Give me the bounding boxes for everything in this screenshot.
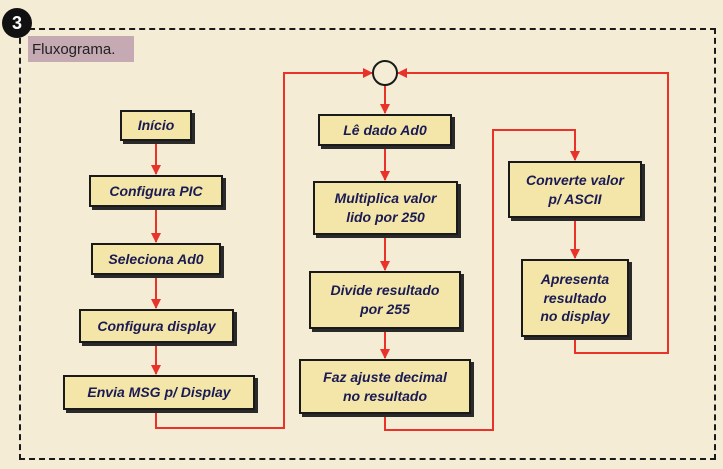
box-le-dado-label: Lê dado Ad0 <box>343 121 427 138</box>
arrow-loop-back <box>397 68 669 354</box>
box-inicio-label: Início <box>137 117 175 134</box>
box-seleciona-ad0: Seleciona Ad0 <box>91 243 221 275</box>
box-ajuste-label: Faz ajuste decimal no resultado <box>323 368 447 404</box>
arrow-envia-to-junction <box>155 68 373 429</box>
box-inicio: Início <box>120 110 192 141</box>
box-divide: Divide resultado por 255 <box>309 271 461 329</box>
figure-caption: Fluxograma. <box>28 36 134 62</box>
box-apresenta: Apresenta resultado no display <box>521 259 629 337</box>
junction-circle <box>372 60 398 86</box>
box-le-dado: Lê dado Ad0 <box>318 114 452 146</box>
box-configura-display-label: Configura display <box>97 317 216 334</box>
box-envia-msg-label: Envia MSG p/ Display <box>87 384 231 401</box>
box-envia-msg: Envia MSG p/ Display <box>63 375 255 410</box>
figure-number-badge: 3 <box>2 8 32 38</box>
box-apresenta-label: Apresenta resultado no display <box>540 270 610 325</box>
box-divide-label: Divide resultado por 255 <box>330 282 440 317</box>
box-ajuste: Faz ajuste decimal no resultado <box>299 359 471 414</box>
box-converte-label: Converte valor p/ ASCII <box>525 171 625 207</box>
box-converte: Converte valor p/ ASCII <box>508 161 642 218</box>
box-configura-pic: Configura PIC <box>89 175 223 207</box>
box-configura-display: Configura display <box>79 309 234 343</box>
box-multiplica-label: Multiplica valor lido por 250 <box>334 190 437 225</box>
box-configura-pic-label: Configura PIC <box>109 182 203 199</box>
arrow-ajuste-to-converte <box>384 129 580 431</box>
box-seleciona-ad0-label: Seleciona Ad0 <box>108 250 204 267</box>
dashed-frame <box>19 28 716 460</box>
box-multiplica: Multiplica valor lido por 250 <box>313 181 458 235</box>
